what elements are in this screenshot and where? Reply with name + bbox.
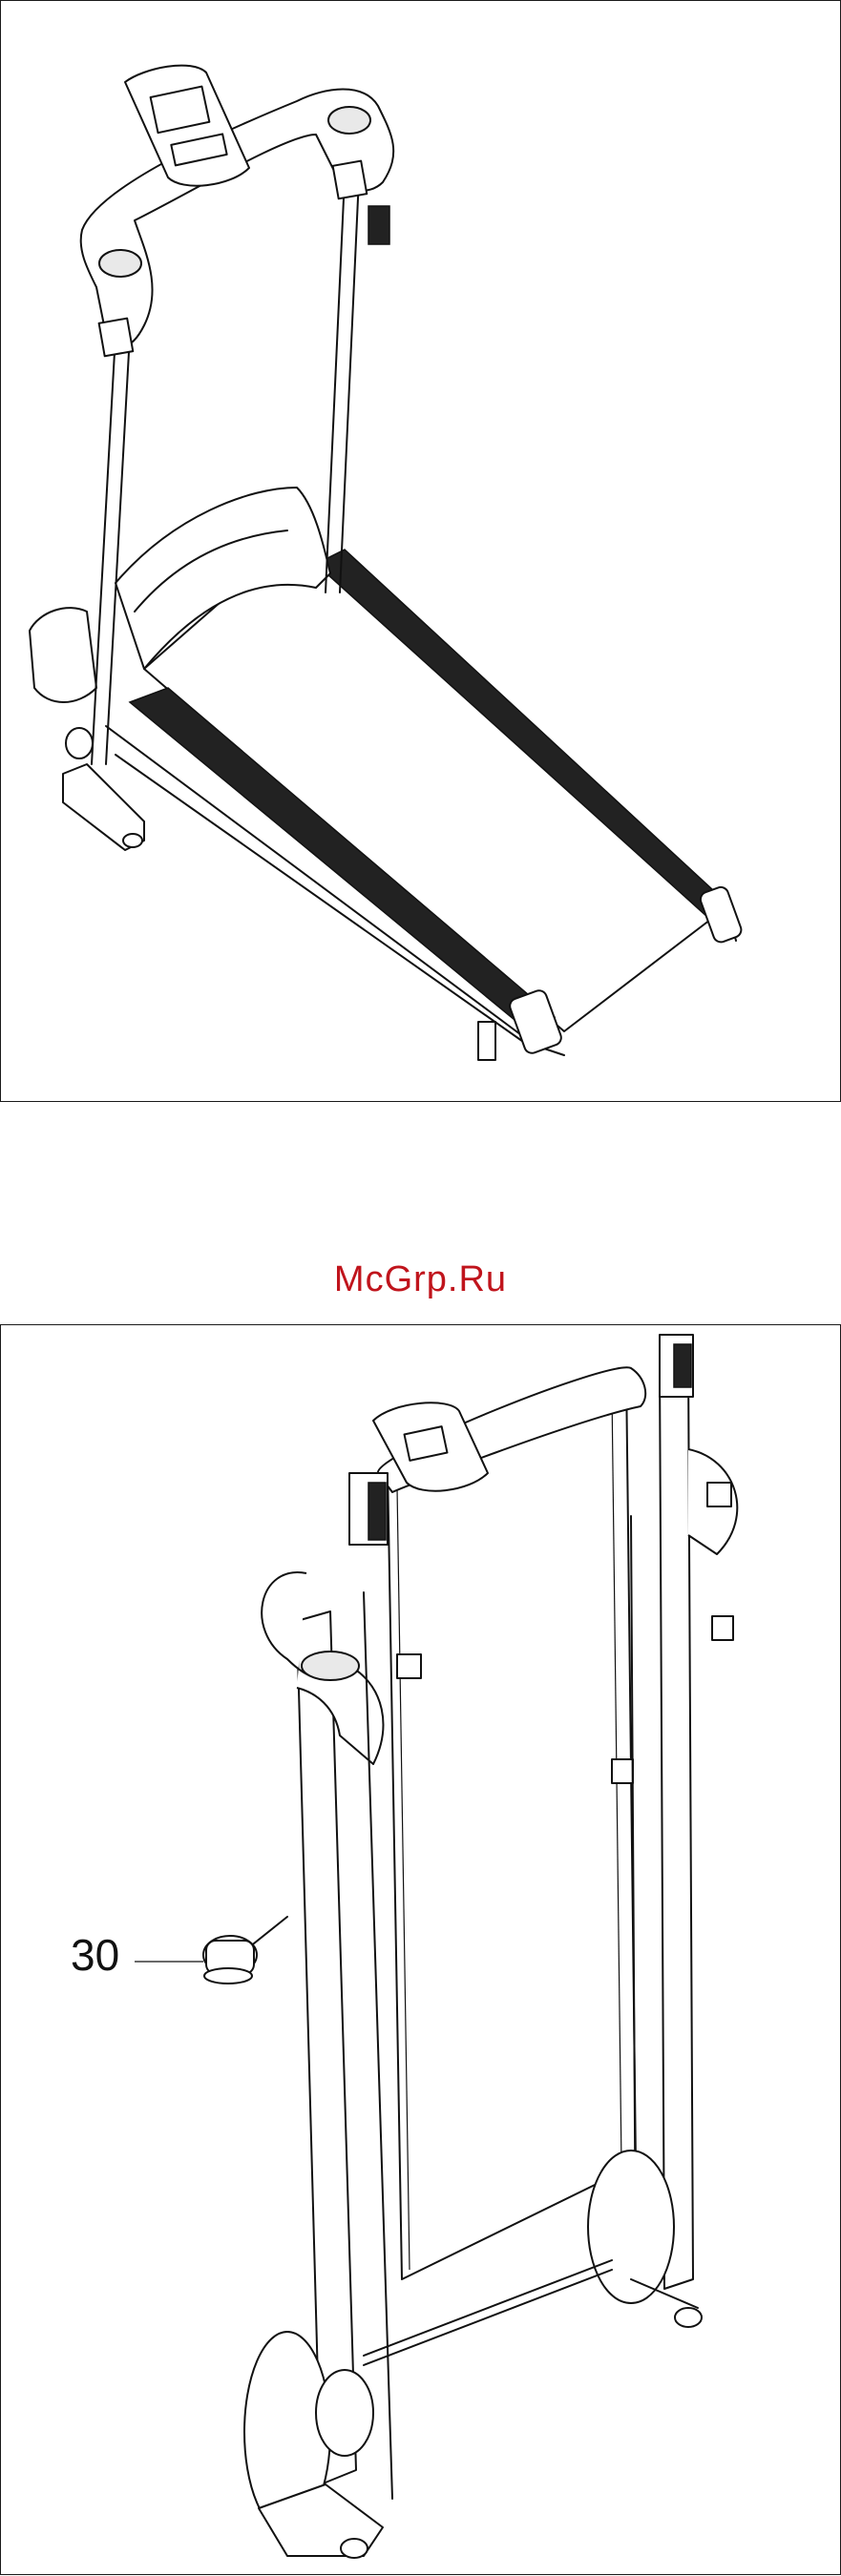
treadmill-folded-drawing: [1, 1325, 841, 2576]
front-left-housing: [30, 608, 96, 702]
upright-cap-right: [333, 161, 368, 199]
upright-cap-left: [99, 319, 134, 357]
bolt-upper-right: [707, 1483, 731, 1506]
bolt-right-low: [612, 1759, 633, 1783]
watermark-text: McGrp.Ru: [0, 1259, 841, 1300]
bolt-right-mid: [712, 1616, 733, 1640]
folding-latch: [368, 206, 389, 244]
base-wheel-front: [341, 2539, 368, 2558]
callout-label-30: 30: [71, 1929, 119, 1981]
wheel-housing-inner: [316, 2370, 373, 2456]
knob-part: [66, 728, 93, 758]
front-wheel: [123, 834, 142, 847]
figure-treadmill-unfolded: [0, 0, 841, 1102]
knob-part-30-icon: [203, 1917, 287, 1984]
base-wheel-rear: [675, 2308, 702, 2327]
bolt-upper-left: [397, 1654, 421, 1678]
rear-roller-right: [699, 885, 744, 945]
figure-treadmill-folded: [0, 1324, 841, 2575]
grip-left: [302, 1652, 359, 1680]
handlebar-grip-left: [99, 250, 141, 277]
handlebar-grip-right: [328, 107, 370, 134]
folded-deck: [388, 1371, 636, 2279]
frame-right-outer: [660, 1359, 693, 2289]
treadmill-unfolded-drawing: [1, 1, 841, 1103]
rear-foot: [478, 1022, 495, 1060]
